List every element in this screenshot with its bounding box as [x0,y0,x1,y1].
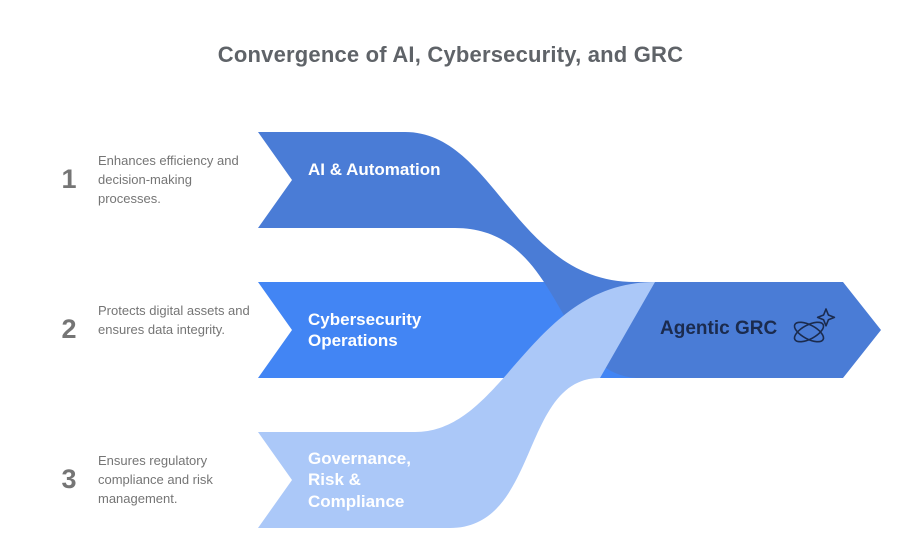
band-label-governance-risk-compliance: Governance, Risk & Compliance [308,449,411,511]
step-number-3: 3 [61,464,77,494]
step-number-2: 2 [61,314,77,344]
orbit-sparkle-icon [786,303,838,355]
step-number-1: 1 [61,164,77,194]
band-label-cybersecurity-operations: Cybersecurity Operations [308,310,422,351]
band-label-ai-automation: AI & Automation [308,160,441,179]
band-governance-risk-compliance [258,282,655,528]
orbit-sparkle-strokes [793,308,836,343]
step-description-1: Enhances efficiency and decision-making … [98,153,239,206]
diagram-title: Convergence of AI, Cybersecurity, and GR… [217,42,684,67]
step-description-2: Protects digital assets and ensures data… [98,303,250,337]
result-label-agentic-grc: Agentic GRC [660,318,778,339]
band-ai-automation-and-merged-arrow [258,132,881,378]
step-description-3: Ensures regulatory compliance and risk m… [98,453,213,506]
